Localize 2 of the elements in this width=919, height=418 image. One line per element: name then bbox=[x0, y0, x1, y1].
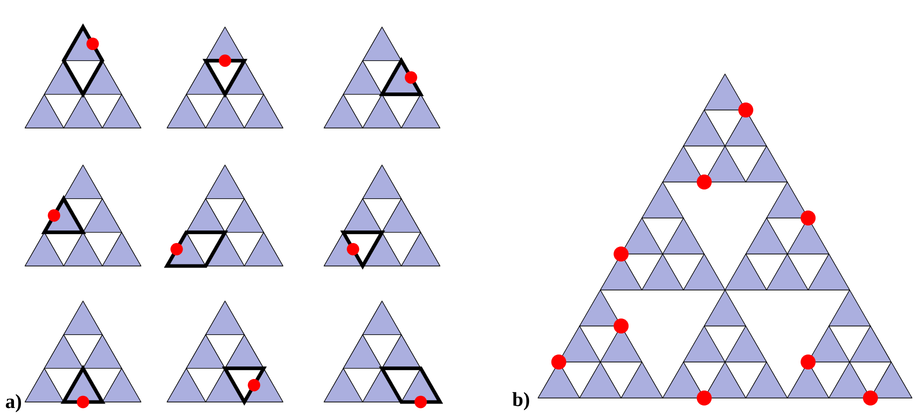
panel-label: a) bbox=[6, 394, 21, 412]
panel-label: b) bbox=[512, 392, 530, 410]
